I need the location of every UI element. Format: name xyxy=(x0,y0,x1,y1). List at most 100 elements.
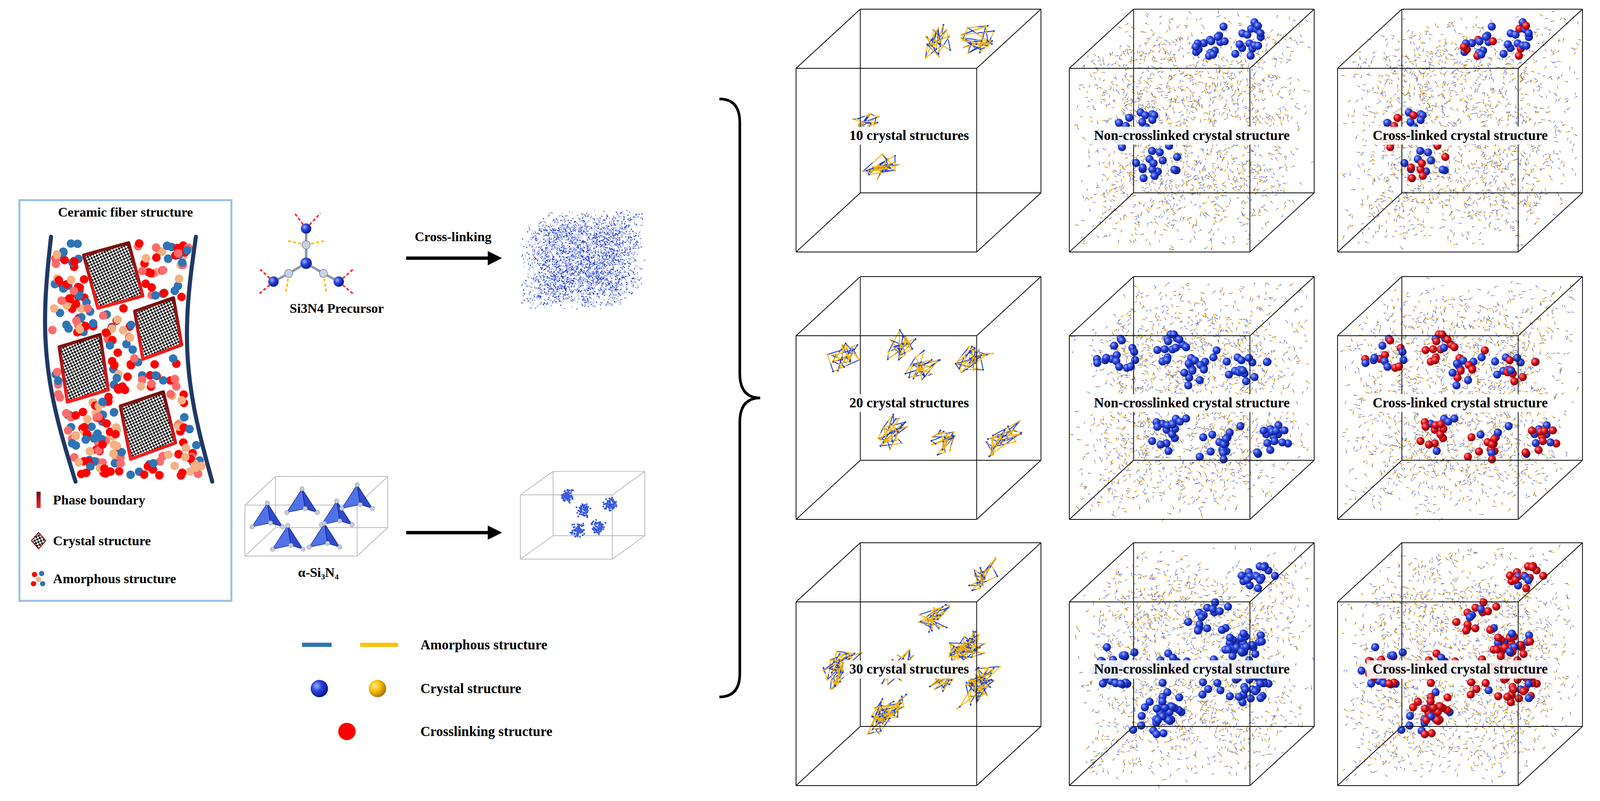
network-atom xyxy=(548,277,550,279)
network-atom xyxy=(554,283,557,285)
crystal-atom xyxy=(832,370,834,372)
network-atom xyxy=(635,234,637,237)
network-atom xyxy=(593,293,595,295)
network-atom xyxy=(537,242,539,245)
network-atom xyxy=(563,286,565,288)
network-atom xyxy=(593,273,595,275)
network-atom xyxy=(580,263,582,265)
crystal-atom xyxy=(965,40,968,43)
crystal-atom xyxy=(839,359,842,361)
network-atom xyxy=(556,234,558,236)
box-edge xyxy=(796,519,977,520)
crystal-atom xyxy=(1499,49,1508,58)
network-atom xyxy=(605,257,607,259)
network-atom xyxy=(638,247,640,249)
network-atom xyxy=(558,227,560,230)
network-atom xyxy=(554,229,556,232)
tetrahedron-face xyxy=(287,525,304,550)
crystal-atom xyxy=(876,121,879,124)
crystal-atom xyxy=(962,46,964,49)
crystal-atom xyxy=(886,157,889,160)
network-atom xyxy=(630,228,632,230)
network-atom xyxy=(584,267,586,269)
network-atom xyxy=(570,219,572,222)
network-atom xyxy=(614,229,617,232)
network-atom xyxy=(580,291,582,293)
network-atom xyxy=(612,260,615,262)
network-atom xyxy=(539,295,542,298)
crystal-atom xyxy=(992,453,994,456)
network-atom xyxy=(560,274,562,277)
network-atom xyxy=(585,228,587,230)
crystal-atom xyxy=(1219,22,1229,31)
network-atom xyxy=(617,260,620,262)
crystal-atom xyxy=(566,489,569,492)
cell-atom xyxy=(302,506,308,512)
network-atom xyxy=(554,296,556,298)
crystal-atom xyxy=(898,417,900,420)
network-atom xyxy=(526,252,528,254)
crystal-atom xyxy=(975,43,977,45)
crystal-atom xyxy=(871,166,874,168)
network-atom xyxy=(623,267,625,269)
network-atom xyxy=(541,264,544,266)
box-edge xyxy=(1337,67,1519,69)
crystal-atom xyxy=(893,161,895,164)
crystal-atom xyxy=(583,512,586,515)
crystal-atom xyxy=(599,526,602,529)
crystal-atom xyxy=(841,344,844,346)
box-edge xyxy=(1040,9,1042,193)
network-atom xyxy=(599,240,601,243)
cell-atom xyxy=(337,518,342,524)
network-atom xyxy=(571,267,573,270)
crystal-atom xyxy=(895,428,897,430)
network-atom xyxy=(560,219,562,221)
box-wireframe xyxy=(796,9,1041,253)
network-atom xyxy=(555,218,557,220)
network-atom xyxy=(545,247,547,249)
crystal-atom xyxy=(981,32,984,35)
amorphous-dot xyxy=(170,461,180,471)
network-atom xyxy=(595,237,597,239)
network-atom xyxy=(527,263,530,265)
network-atom xyxy=(610,224,612,227)
crystal-atom xyxy=(1158,156,1168,165)
crystal-atom xyxy=(969,348,971,351)
network-atom xyxy=(547,256,550,258)
crystal-atom xyxy=(568,500,570,502)
network-atom xyxy=(589,264,591,266)
crystal-atom xyxy=(606,502,608,505)
network-atom xyxy=(547,293,549,295)
crystal-bonds xyxy=(827,329,1021,457)
network-atom xyxy=(551,258,554,260)
network-atom xyxy=(620,288,622,290)
crystal-atom xyxy=(916,368,918,371)
molecule-atoms xyxy=(268,223,344,287)
network-atom xyxy=(630,219,632,221)
network-atom xyxy=(561,249,563,251)
crystal-atom xyxy=(573,532,576,535)
cell-edge xyxy=(244,555,357,557)
network-atom xyxy=(624,250,626,253)
network-atom xyxy=(589,267,592,269)
network-atom xyxy=(606,247,608,249)
crystal-atom xyxy=(1003,439,1006,441)
network-atom xyxy=(541,264,544,266)
network-atom xyxy=(573,281,575,283)
network-atom xyxy=(526,231,529,233)
box-edge xyxy=(796,9,861,69)
network-atom xyxy=(612,252,614,254)
network-atom xyxy=(614,224,616,226)
network-atom xyxy=(613,287,615,289)
crystal-atom xyxy=(931,44,933,47)
crosslink-atom xyxy=(1407,174,1417,183)
network-atom xyxy=(555,239,557,241)
network-atom xyxy=(628,262,630,265)
crystal-atom xyxy=(610,499,612,501)
crystal-atom xyxy=(841,358,844,360)
amorphous-dot xyxy=(126,470,135,480)
network-atom xyxy=(588,267,590,269)
crystal-atom xyxy=(929,364,932,367)
network-atom xyxy=(555,252,557,255)
network-atom xyxy=(586,267,588,269)
